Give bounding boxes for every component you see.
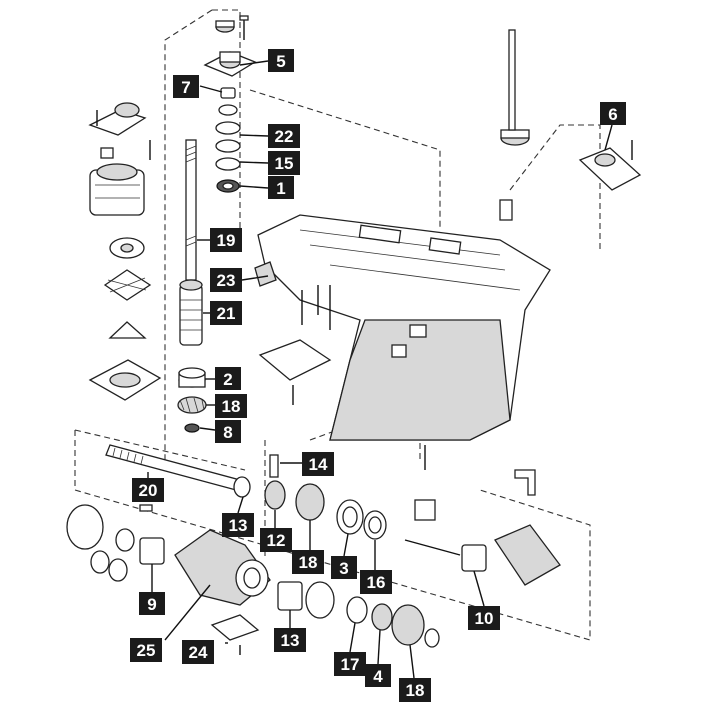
callout-7: 7 <box>173 75 199 98</box>
callout-4: 4 <box>365 664 391 687</box>
svg-text:16: 16 <box>367 573 386 592</box>
propeller-shaft-assembly <box>66 444 561 655</box>
callout-13a: 13 <box>222 513 254 537</box>
callout-1: 1 <box>268 176 294 199</box>
svg-text:2: 2 <box>223 370 232 389</box>
svg-text:24: 24 <box>189 643 208 662</box>
svg-text:22: 22 <box>275 127 294 146</box>
callout-5: 5 <box>268 49 294 72</box>
svg-text:1: 1 <box>276 179 285 198</box>
gearcase-housing <box>254 29 642 470</box>
callout-20: 20 <box>132 478 164 502</box>
callout-labels: 1 2 3 4 5 6 7 8 9 10 12 13 13 14 15 16 1… <box>130 49 626 702</box>
callout-24: 24 <box>182 640 214 664</box>
upper-drive-shaft-assembly <box>177 15 257 433</box>
svg-text:9: 9 <box>147 595 156 614</box>
callout-leader-lines <box>147 60 613 679</box>
callout-3: 3 <box>331 556 357 579</box>
svg-text:23: 23 <box>217 271 236 290</box>
callout-23: 23 <box>210 268 242 292</box>
callout-10: 10 <box>468 606 500 630</box>
svg-text:7: 7 <box>181 78 190 97</box>
callout-2: 2 <box>215 367 241 390</box>
svg-text:3: 3 <box>339 559 348 578</box>
svg-text:18: 18 <box>406 681 425 700</box>
callout-25: 25 <box>130 638 162 662</box>
svg-text:20: 20 <box>139 481 158 500</box>
svg-text:25: 25 <box>137 641 156 660</box>
callout-13b: 13 <box>274 628 306 652</box>
svg-text:15: 15 <box>275 154 294 173</box>
callout-18c: 18 <box>399 678 431 702</box>
svg-text:18: 18 <box>222 397 241 416</box>
svg-text:13: 13 <box>229 516 248 535</box>
callout-19: 19 <box>210 228 242 252</box>
callout-8: 8 <box>215 420 241 443</box>
callout-18a: 18 <box>215 394 247 418</box>
callout-9: 9 <box>139 592 165 615</box>
svg-text:6: 6 <box>608 105 617 124</box>
callout-17: 17 <box>334 652 366 676</box>
callout-22: 22 <box>268 124 300 148</box>
callout-21: 21 <box>210 301 242 325</box>
svg-text:12: 12 <box>267 531 286 550</box>
svg-text:21: 21 <box>217 304 236 323</box>
callout-18b: 18 <box>292 550 324 574</box>
svg-text:10: 10 <box>475 609 494 628</box>
svg-text:13: 13 <box>281 631 300 650</box>
callout-15: 15 <box>268 151 300 175</box>
svg-text:18: 18 <box>299 553 318 572</box>
callout-16: 16 <box>360 570 392 594</box>
svg-text:5: 5 <box>276 52 285 71</box>
assembly-guide-lines <box>74 9 601 641</box>
svg-text:8: 8 <box>223 423 232 442</box>
svg-text:19: 19 <box>217 231 236 250</box>
callout-14: 14 <box>302 452 334 476</box>
svg-text:4: 4 <box>373 667 383 686</box>
water-pump-assembly <box>88 102 162 401</box>
svg-text:14: 14 <box>309 455 328 474</box>
svg-text:17: 17 <box>341 655 360 674</box>
callout-6: 6 <box>600 102 626 125</box>
callout-12: 12 <box>260 528 292 552</box>
